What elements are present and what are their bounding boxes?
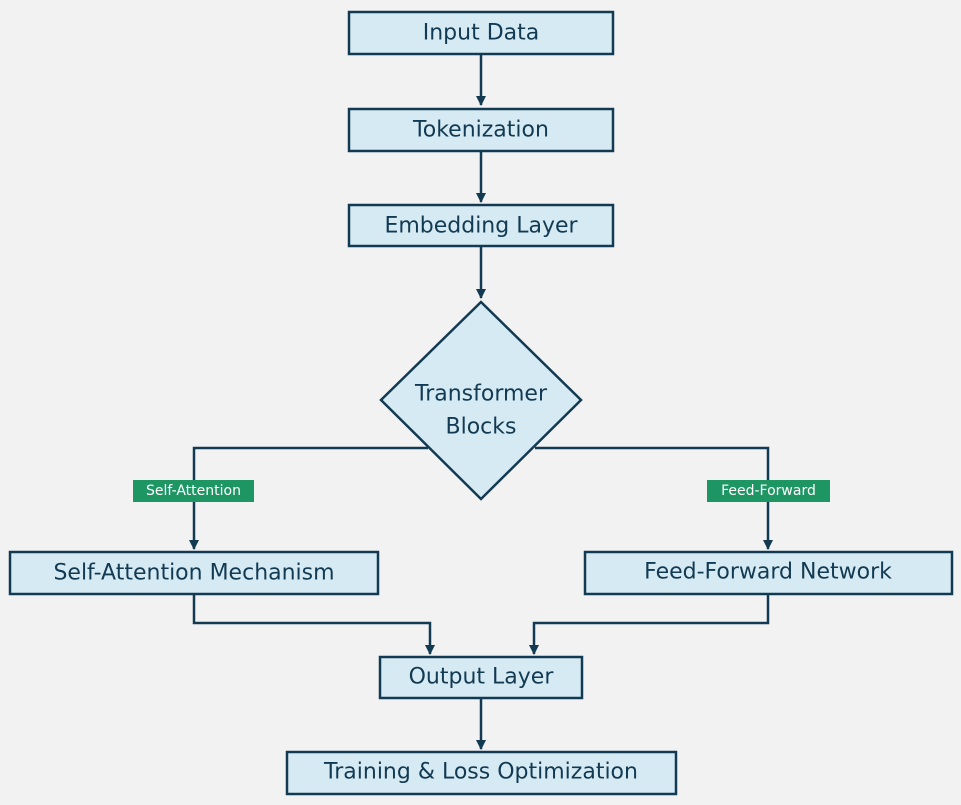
node-transformer-blocks: Transformer Blocks (379, 300, 583, 501)
node-input-data: Input Data (347, 10, 615, 56)
node-embedding-layer: Embedding Layer (347, 203, 615, 248)
edge-label-self-attention: Self-Attention (133, 480, 254, 502)
node-tokenization: Tokenization (347, 107, 615, 153)
node-embedding-layer-label: Embedding Layer (384, 214, 578, 239)
edge-feed-forward-to-output (529, 594, 770, 655)
edge-label-feed-forward: Feed-Forward (707, 480, 830, 502)
edge-transformer-to-self-attention (189, 446, 428, 550)
node-output-layer-label: Output Layer (409, 665, 555, 690)
edge-label-feed-forward-text: Feed-Forward (721, 483, 816, 499)
edge-self-attention-to-output (192, 594, 435, 655)
node-feed-forward-network: Feed-Forward Network (583, 550, 954, 596)
node-self-attention-mechanism-label: Self-Attention Mechanism (53, 561, 334, 586)
edge-transformer-to-feed-forward (535, 446, 773, 550)
node-tokenization-label: Tokenization (412, 118, 549, 143)
node-feed-forward-network-label: Feed-Forward Network (644, 560, 892, 585)
node-output-layer: Output Layer (378, 655, 584, 700)
edge-label-self-attention-text: Self-Attention (146, 483, 241, 499)
node-training-loss-optimization-label: Training & Loss Optimization (323, 760, 638, 785)
node-self-attention-mechanism: Self-Attention Mechanism (8, 550, 380, 596)
edges (189, 54, 773, 750)
node-transformer-blocks-label-line1: Transformer (414, 382, 548, 407)
node-training-loss-optimization: Training & Loss Optimization (285, 750, 678, 796)
node-input-data-label: Input Data (423, 21, 540, 46)
node-transformer-blocks-label-line2: Blocks (446, 415, 517, 440)
